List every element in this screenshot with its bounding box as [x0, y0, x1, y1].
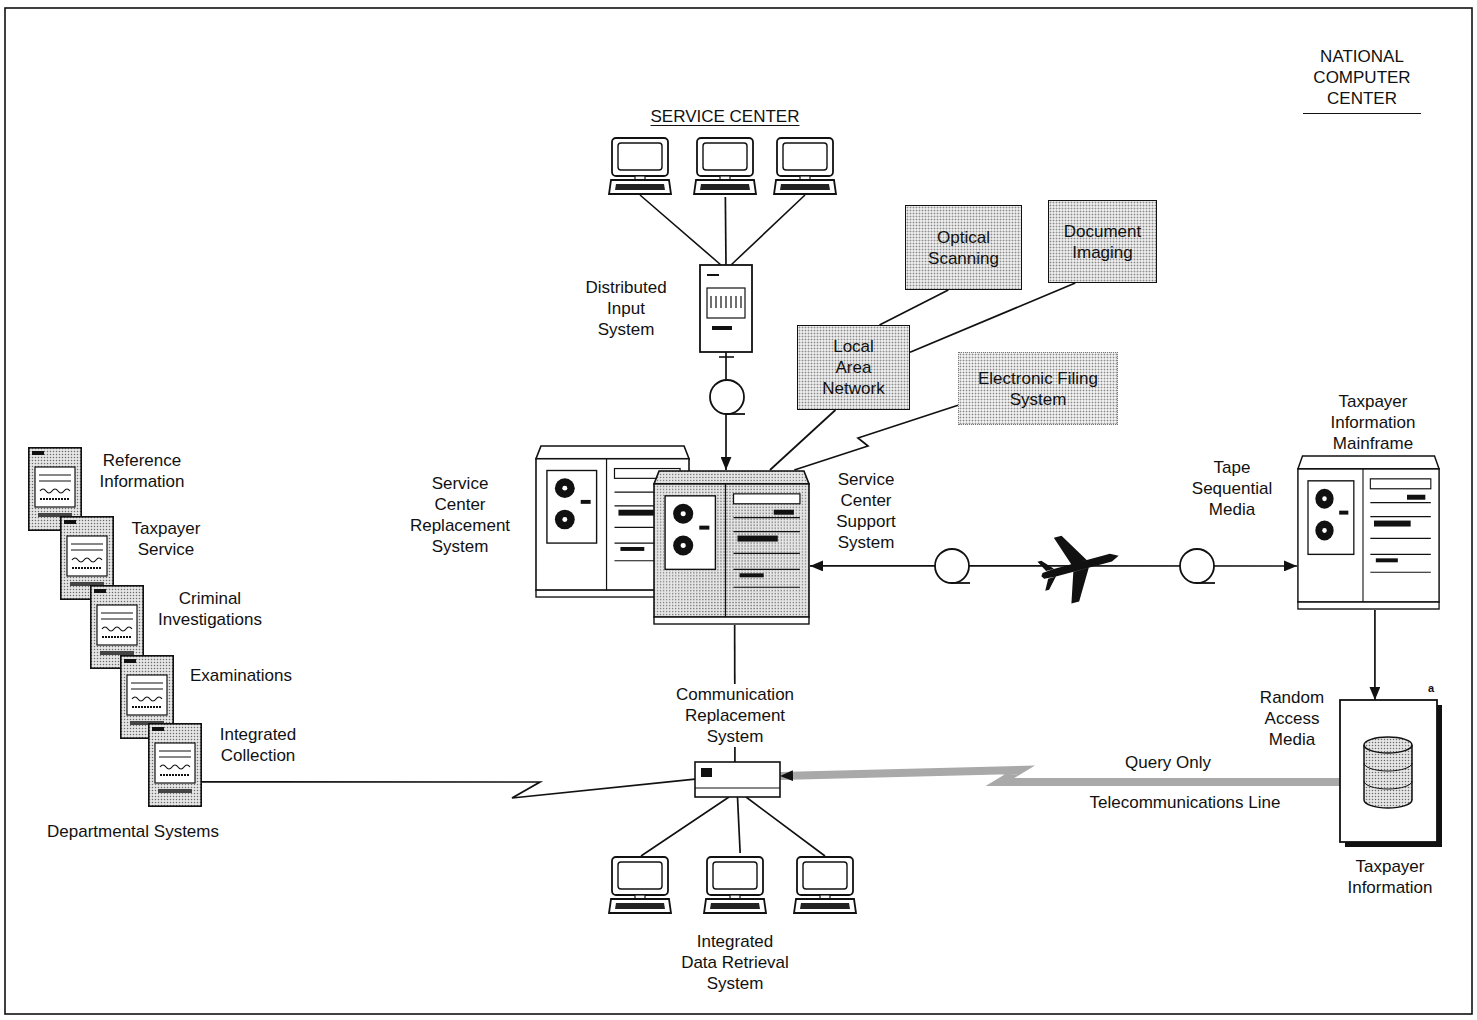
- node-label: Departmental Systems: [47, 821, 219, 842]
- footnote-marker: a: [1428, 682, 1434, 695]
- node-label: Document Imaging: [1064, 221, 1141, 263]
- tape-reel: [935, 549, 970, 583]
- tape-reel: [1180, 549, 1215, 583]
- figure-frame: [5, 8, 1472, 1014]
- mainframe: Taxpayer Information Mainframe: [1297, 455, 1440, 610]
- input-device: Distributed Input System: [700, 265, 752, 352]
- node-label: Electronic Filing System: [968, 368, 1108, 410]
- heading: NATIONAL COMPUTER CENTER: [1303, 46, 1420, 114]
- document-icon: Reference Information: [28, 447, 82, 531]
- node-label: Distributed Input System: [585, 277, 666, 340]
- edge-label: Random Access Media: [1260, 687, 1324, 750]
- process-box: Electronic Filing System: [958, 352, 1118, 425]
- terminal-lines: [640, 195, 825, 856]
- connector: [879, 290, 948, 325]
- document-stack: Departmental Systems Reference Informatio…: [20, 440, 310, 852]
- node-label: SERVICE CENTER: [651, 106, 800, 127]
- edge-label: Tape Sequential Media: [1192, 457, 1272, 520]
- terminal-icon: [774, 138, 836, 194]
- document-icon: Examinations: [120, 655, 174, 739]
- node-label: Taxpayer Information Mainframe: [1330, 391, 1415, 454]
- tape-route: [810, 565, 1297, 567]
- mainframe: Service Center Replacement System: [535, 445, 690, 598]
- terminal-icon: [704, 857, 766, 913]
- terminal-icon: [609, 857, 671, 913]
- connector: [910, 283, 1075, 352]
- mainframe: Service Center Support System: [653, 470, 810, 625]
- mainframe-icon: [1298, 456, 1439, 609]
- terminal-icon: [694, 138, 756, 194]
- document-icon: Taxpayer Service: [60, 516, 114, 600]
- terminal-group: Integrated Data Retrieval System: [605, 853, 860, 998]
- input-device-icon: [700, 265, 752, 357]
- process-box: Optical Scanning: [905, 205, 1022, 290]
- connector: [725, 197, 727, 265]
- node-label: Taxpayer Information: [1347, 856, 1432, 898]
- connector: [770, 410, 835, 470]
- storage-box: Taxpayer Information: [1340, 700, 1437, 842]
- node-label: Local Area Network: [822, 336, 884, 399]
- document-icon: Integrated Collection: [148, 723, 202, 807]
- node-label: Service Center Replacement System: [410, 473, 510, 557]
- node-label: Communication Replacement System: [676, 684, 794, 747]
- node-label: Taxpayer Service: [132, 518, 201, 560]
- mainframes: [536, 446, 1439, 624]
- communication-device-icon: [695, 762, 780, 797]
- terminal-icon: [794, 857, 856, 913]
- connector: [738, 797, 741, 853]
- node-label: Integrated Data Retrieval System: [679, 931, 791, 994]
- airplane-icon: [1033, 523, 1128, 609]
- node-label: Examinations: [190, 665, 292, 686]
- mainframe-icon: [654, 471, 809, 624]
- node-label: Service Center Support System: [836, 469, 896, 553]
- node-label: Integrated Collection: [220, 724, 297, 766]
- lightning-link: [202, 779, 695, 798]
- edge-label: Query Only: [1125, 752, 1211, 773]
- network-box: Local Area Network: [797, 325, 910, 410]
- terminal-icon: [609, 138, 671, 194]
- connector: [1374, 610, 1376, 700]
- node-label: Reference Information: [99, 450, 184, 492]
- communication-device: Communication Replacement System: [695, 762, 780, 797]
- document-icon: Criminal Investigations: [90, 585, 144, 669]
- disk-storage-icon: [1340, 700, 1442, 847]
- telecom-line: [780, 770, 1340, 782]
- terminal-group: SERVICE CENTER: [605, 100, 841, 197]
- tape-reel: [710, 380, 745, 414]
- node-label: Criminal Investigations: [158, 588, 262, 630]
- line-label: Telecommunications Line: [1090, 792, 1281, 813]
- lightning-link: [794, 405, 958, 470]
- process-box: Document Imaging: [1048, 200, 1157, 283]
- node-label: Optical Scanning: [928, 227, 999, 269]
- document-icon: [149, 724, 201, 806]
